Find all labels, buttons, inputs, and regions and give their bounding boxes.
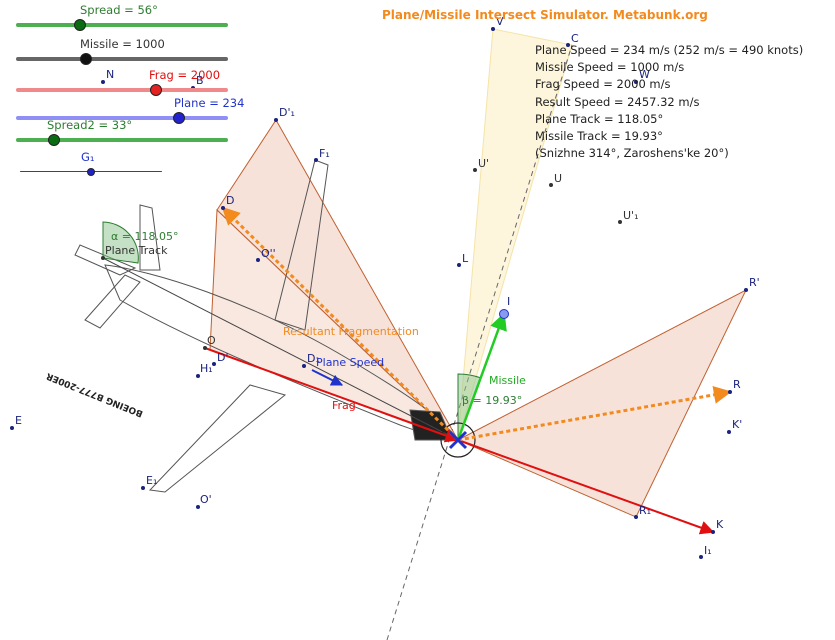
plane-speed-vector (311, 369, 344, 386)
page-title: Plane/Missile Intersect Simulator. Metab… (382, 8, 708, 22)
g1-slider-knob[interactable] (87, 168, 95, 176)
intercept-x-marker (448, 430, 468, 450)
missile-slider-label: Missile = 1000 (80, 37, 165, 51)
info-result-speed: Result Speed = 2457.32 m/s (535, 94, 700, 109)
label-O-dd: O'' (261, 247, 276, 260)
alpha-wedge (102, 221, 139, 264)
label-O-prime: O' (200, 493, 212, 506)
label-L: L (462, 252, 469, 265)
label-R-prime: R' (749, 276, 760, 289)
label-R1: R₁ (639, 504, 651, 517)
label-F1: F₁ (319, 147, 330, 160)
plane-track-line (102, 257, 459, 441)
label-R: R (733, 378, 741, 391)
plane-slider[interactable]: Plane = 234 (16, 96, 244, 124)
frag-fan-right (456, 288, 748, 518)
plane-speed-label: Plane Speed (316, 356, 384, 369)
frag-slider[interactable]: Frag = 2000 (16, 68, 228, 96)
missile-slider[interactable]: Missile = 1000 (16, 37, 228, 65)
spread2-slider-knob[interactable] (48, 134, 61, 146)
info-plane-speed: Plane Speed = 234 m/s (252 m/s = 490 kno… (535, 43, 804, 57)
frag-slider-label: Frag = 2000 (149, 68, 221, 82)
beta-label: β = 19.93° (462, 394, 522, 407)
missile-vector (456, 312, 507, 441)
info-frag-speed: Frag Speed = 2000 m/s (535, 77, 671, 92)
label-E1: E₁ (146, 474, 157, 487)
info-missile-speed: Missile Speed = 1000 m/s (535, 60, 685, 75)
spread-slider-knob[interactable] (73, 19, 86, 31)
label-C: C (571, 32, 579, 45)
point-I-marker[interactable] (499, 309, 509, 319)
boeing-text: BOEING B777-200ER (45, 370, 145, 418)
label-O: O (207, 334, 216, 347)
label-I1: I₁ (704, 544, 712, 557)
label-U-prime-1: U'₁ (623, 209, 639, 222)
label-D1: D₁ (307, 352, 320, 365)
point-dots (10, 27, 748, 559)
label-W: W (639, 68, 650, 81)
spread2-slider-track[interactable] (16, 138, 228, 142)
info-plane-track: Plane Track = 118.05° (535, 111, 664, 126)
missile-label: Missile (489, 374, 526, 387)
aircraft-drawing (74, 159, 459, 493)
info-panel: Plane Speed = 234 m/s (252 m/s = 490 kno… (535, 42, 803, 162)
label-I: I (507, 295, 510, 308)
spread-slider[interactable]: Spread = 56° (16, 3, 228, 31)
label-B: B (196, 74, 204, 87)
g1-slider-label: G₁ (81, 150, 95, 164)
intercept-circle (440, 422, 476, 458)
label-D-prime-1: D'₁ (279, 106, 295, 119)
missile-slider-knob[interactable] (79, 53, 92, 65)
spread-slider-label: Spread = 56° (80, 3, 158, 17)
label-D-prime: D' (217, 351, 229, 364)
label-U-prime: U' (478, 157, 489, 170)
spread2-slider-label: Spread2 = 33° (47, 118, 133, 132)
spread-slider-track[interactable] (16, 23, 228, 27)
plane-slider-track[interactable] (16, 116, 228, 120)
info-locations: (Snizhne 314°, Zaroshens'ke 20°) (535, 146, 729, 161)
label-V: V (496, 15, 504, 28)
plane-slider-label: Plane = 234 (174, 96, 245, 110)
label-K: K (716, 518, 724, 531)
resultant-label: Resultant Fragmentation (283, 325, 419, 338)
g1-slider[interactable]: G₁ (20, 150, 162, 176)
label-N: N (106, 68, 114, 81)
frag-line-k (457, 439, 715, 535)
frag-slider-knob[interactable] (149, 84, 162, 96)
frag-label: Frag (332, 399, 356, 412)
missile-track-line (386, 44, 573, 640)
label-E: E (15, 414, 22, 427)
plane-track-label: Plane Track (105, 244, 168, 257)
missile-slider-track[interactable] (16, 57, 228, 61)
spread2-slider[interactable]: Spread2 = 33° (16, 118, 228, 146)
label-U: U (554, 172, 562, 185)
frag-vector (204, 347, 460, 443)
resultant-vector-d (221, 206, 460, 442)
label-H1: H₁ (200, 362, 213, 375)
label-D: D (226, 194, 234, 207)
info-missile-track: Missile Track = 19.93° (535, 129, 663, 144)
label-K-prime: K' (732, 418, 742, 431)
alpha-label: α = 118.05° (111, 230, 178, 243)
plane-slider-knob[interactable] (173, 112, 186, 124)
frag-slider-track[interactable] (16, 88, 228, 92)
missile-cone (457, 28, 573, 441)
